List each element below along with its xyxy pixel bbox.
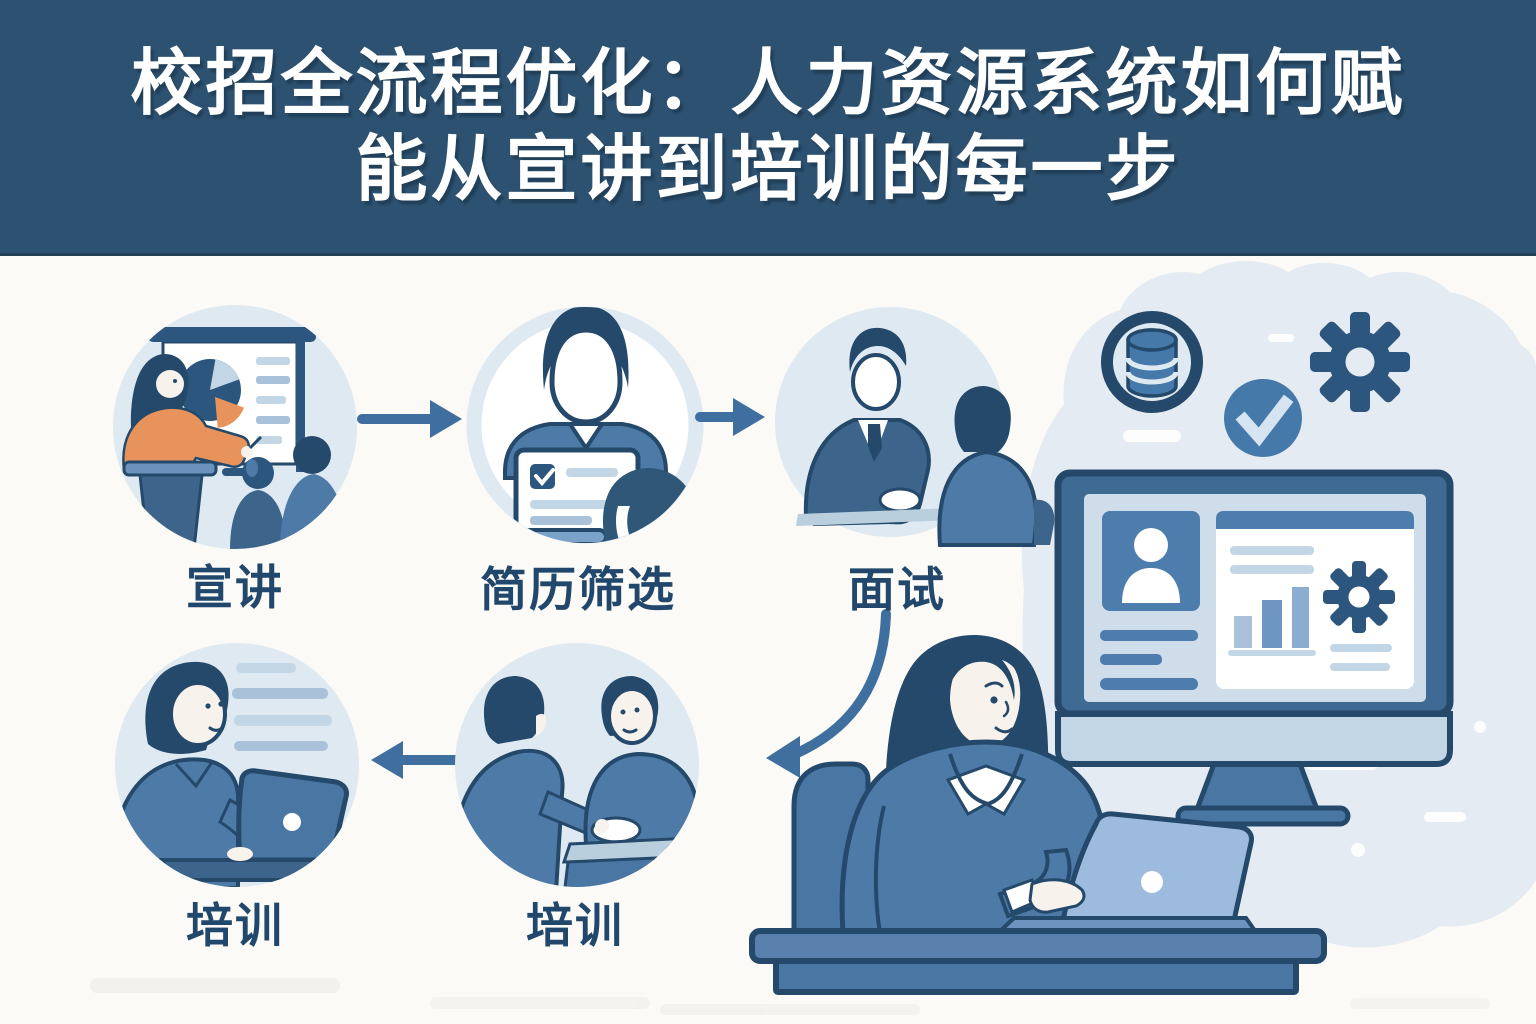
- meeting-chair: [562, 854, 699, 887]
- title-banner: 校招全流程优化：人力资源系统如何赋 能从宣讲到培训的每一步: [0, 0, 1536, 256]
- step-label-training-elearning: 培训: [186, 899, 284, 952]
- whiteboard-text-lines: [256, 357, 290, 444]
- woman-face: [950, 651, 1021, 746]
- ground-streaks: [90, 978, 1490, 1015]
- scene-illustration: 宣讲 简历筛选 面试 培训 培训: [90, 260, 1536, 1015]
- pie-chart-icon: [179, 359, 244, 428]
- bar-chart-icon: [1228, 587, 1316, 656]
- arrow-training-to-training: [371, 741, 461, 779]
- presenter-figure: [122, 354, 263, 478]
- course-text-lines: [232, 663, 332, 751]
- step-label-training-mentoring: 培训: [526, 899, 624, 952]
- gear-icon: [1310, 312, 1410, 412]
- new-hire-figure: [583, 676, 699, 851]
- monitor-base: [1175, 805, 1351, 827]
- step-circle-resume-screening: [466, 306, 704, 544]
- arrow-screening-to-interview: [695, 398, 765, 436]
- candidate-profile-card: [1100, 511, 1200, 690]
- gear-icon-small: [1323, 561, 1395, 633]
- monitor-bezel: [1055, 711, 1453, 767]
- interviewer-figure: [803, 327, 931, 527]
- analytics-dashboard: [1216, 511, 1414, 689]
- woman-collar: [945, 764, 1027, 817]
- step-circle-presentation: [113, 305, 357, 549]
- curved-arrow-interview-to-training: [766, 609, 891, 778]
- desk: [749, 928, 1327, 995]
- dashboard-header-bar: [1216, 511, 1414, 529]
- step-label-presentation: 宣讲: [186, 561, 284, 614]
- whiteboard-top-bar: [148, 327, 316, 342]
- checkmark-icon: [1224, 379, 1302, 457]
- step-label-interview: 面试: [848, 563, 946, 616]
- step-circle-interview: [775, 307, 1055, 547]
- page-title-line-1: 校招全流程优化：人力资源系统如何赋: [130, 43, 1406, 124]
- candidate-figure: [796, 386, 1055, 547]
- step-circle-training-elearning: [115, 643, 359, 887]
- desk-top: [749, 928, 1327, 964]
- page-title-line-2: 能从宣讲到培训的每一步: [355, 129, 1181, 210]
- hr-woman-hands: [997, 847, 1086, 919]
- hr-system-monitor: [1054, 469, 1454, 827]
- desk-pedestal: [773, 958, 1299, 995]
- monitor-stand: [1192, 761, 1322, 815]
- step-circle-training-mentoring: [455, 643, 699, 887]
- database-icon: [1101, 311, 1203, 413]
- avatar-icon: [1122, 528, 1180, 603]
- arrow-presentation-to-screening: [357, 400, 462, 438]
- step-label-resume-screening: 简历筛选: [480, 563, 676, 616]
- checkbox-icon: [530, 464, 555, 489]
